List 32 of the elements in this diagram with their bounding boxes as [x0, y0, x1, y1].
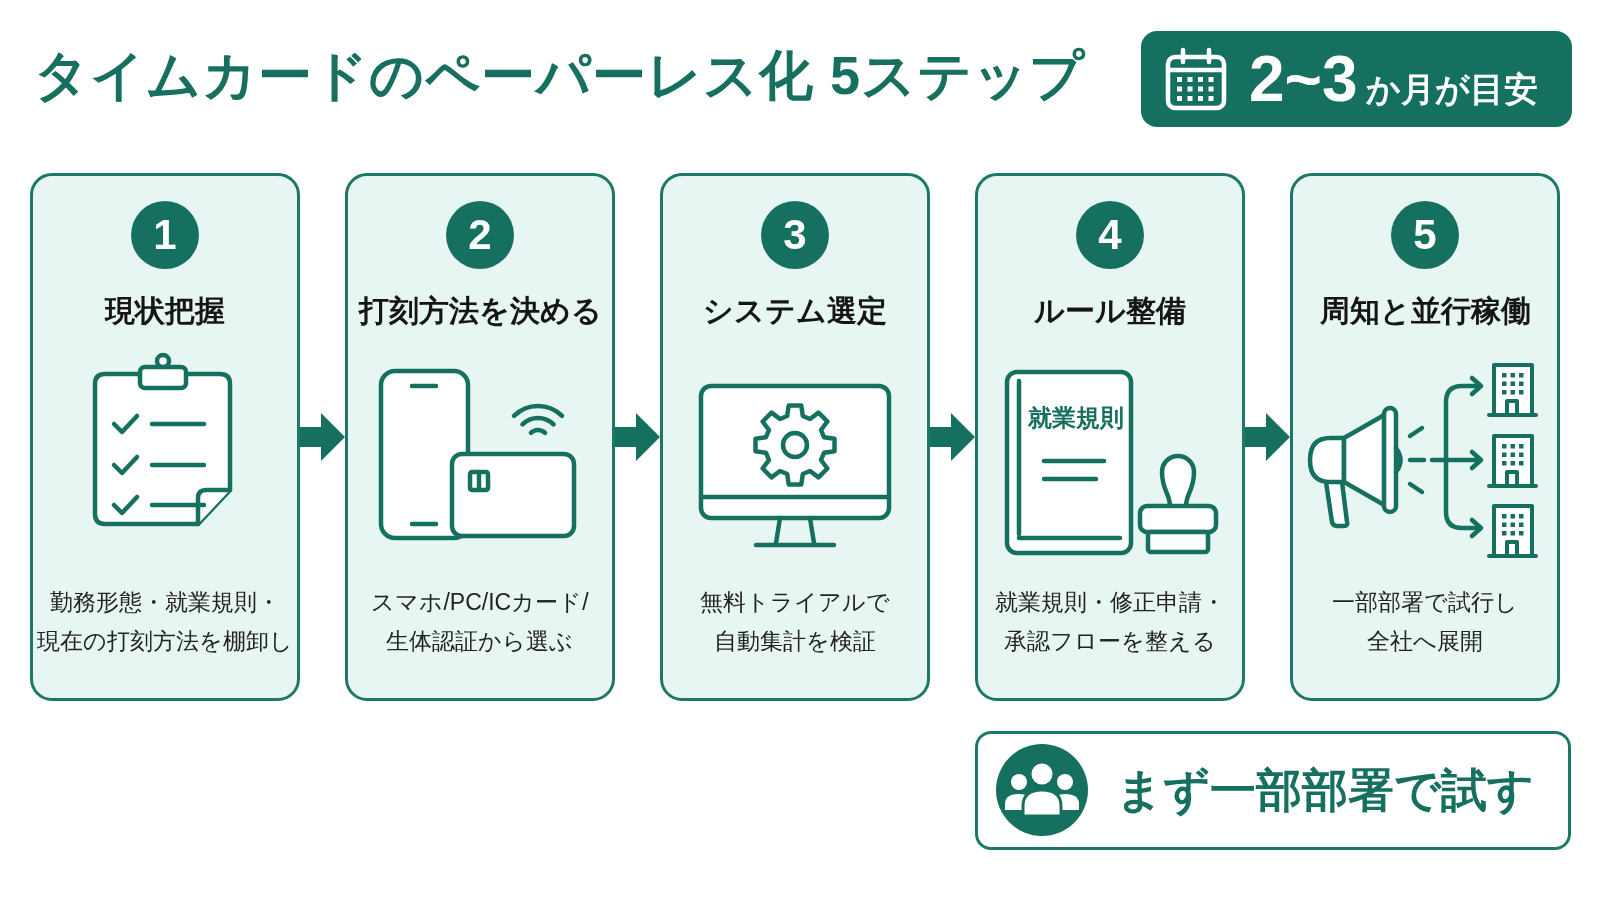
- step-description: 勤務形態・就業規則・現在の打刻方法を棚卸し: [36, 588, 294, 656]
- step-description: 無料トライアルで自動集計を検証: [699, 588, 891, 656]
- callout-banner: [975, 731, 1571, 850]
- step-description: 就業規則・修正申請・承認フローを整える: [994, 588, 1226, 656]
- step-number: 4: [1076, 201, 1144, 269]
- flow-arrow: [615, 413, 660, 461]
- book-title: 就業規則: [1027, 403, 1125, 433]
- step-number: 5: [1391, 201, 1459, 269]
- step-title: 周知と並行稼働: [1318, 293, 1532, 329]
- step-title: 打刻方法を決める: [357, 293, 603, 329]
- step-card: [660, 173, 930, 701]
- step-description: 一部部署で試行し全社へ展開: [1331, 588, 1519, 656]
- diagram-title: タイムカードのペーパーレス化 5ステップ: [34, 44, 1086, 107]
- step-card: [975, 173, 1245, 701]
- flow-arrow: [300, 413, 345, 461]
- step-card: [1290, 173, 1560, 701]
- flow-arrow: [930, 413, 975, 461]
- step-card: [30, 173, 300, 701]
- duration-unit: か月が目安: [1365, 69, 1538, 109]
- callout-text: まず一部部署で試す: [1116, 763, 1534, 819]
- step-number: 3: [761, 201, 829, 269]
- step-number: 2: [446, 201, 514, 269]
- step-title: ルール整備: [1033, 293, 1187, 329]
- rulebook: [1004, 369, 1134, 556]
- step-description: スマホ/PC/ICカード/生体認証から選ぶ: [370, 588, 590, 656]
- duration-number: 2~3: [1249, 44, 1358, 114]
- step-number: 1: [131, 201, 199, 269]
- step-title: システム選定: [702, 293, 888, 329]
- step-card: [345, 173, 615, 701]
- step-title: 現状把握: [103, 293, 226, 329]
- flow-arrow: [1245, 413, 1290, 461]
- duration-badge: [1141, 31, 1572, 127]
